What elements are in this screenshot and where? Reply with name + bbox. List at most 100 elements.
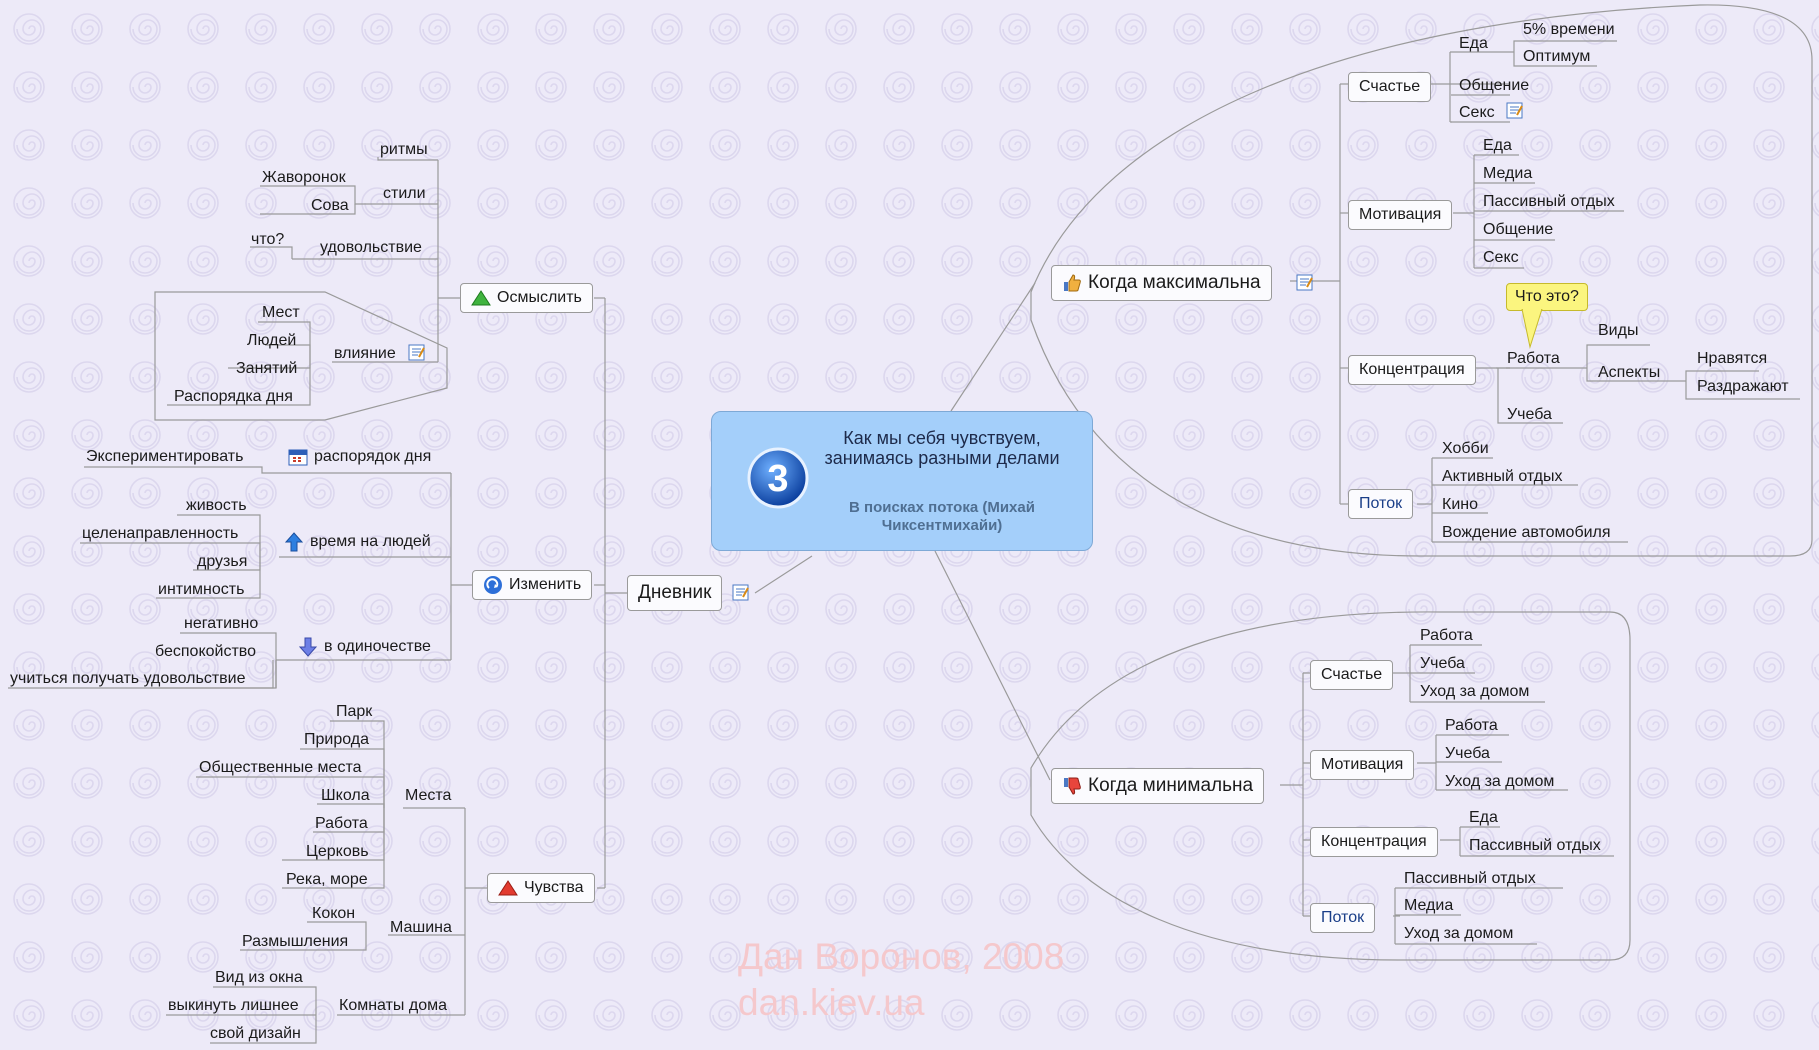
note-icon[interactable]: [732, 583, 750, 601]
item-school[interactable]: Школа: [321, 787, 370, 804]
item-influence[interactable]: влияние: [334, 345, 396, 362]
item-reflections[interactable]: Размышления: [242, 933, 349, 950]
item-river-sea[interactable]: Река, море: [286, 871, 368, 888]
max-sex[interactable]: Секс: [1459, 104, 1495, 121]
min-m-work[interactable]: Работа: [1445, 717, 1498, 734]
min-happiness-label: Счастье: [1321, 666, 1383, 683]
max-optimum[interactable]: Оптимум: [1523, 48, 1591, 65]
item-alone-label: в одиночестве: [324, 638, 431, 655]
item-window-view[interactable]: Вид из окна: [215, 969, 303, 986]
max-like[interactable]: Нравятся: [1697, 350, 1768, 367]
item-day-routine[interactable]: распорядок дня: [288, 448, 431, 466]
branch-max[interactable]: Когда максимальна: [1051, 265, 1272, 301]
max-communication[interactable]: Общение: [1459, 77, 1530, 94]
max-irritate[interactable]: Раздражают: [1697, 378, 1789, 395]
note-icon[interactable]: [408, 343, 426, 361]
item-purposefulness[interactable]: целенаправленность: [82, 525, 239, 542]
item-church[interactable]: Церковь: [306, 843, 369, 860]
item-negative[interactable]: негативно: [184, 615, 259, 632]
item-rhythms[interactable]: ритмы: [380, 141, 428, 158]
max-kinds[interactable]: Виды: [1598, 322, 1639, 339]
max-food[interactable]: Еда: [1459, 35, 1488, 52]
note-icon[interactable]: [1296, 273, 1314, 291]
topic-feelings[interactable]: Чувства: [487, 873, 595, 903]
branch-min-label: Когда минимальна: [1088, 775, 1254, 796]
center-subtitle: В поисках потока (Михай Чиксентмихайи): [849, 499, 1035, 534]
max-work[interactable]: Работа: [1507, 350, 1560, 367]
item-places2[interactable]: Места: [405, 787, 452, 804]
max-m-food[interactable]: Еда: [1483, 137, 1512, 154]
item-learn-enjoy[interactable]: учиться получать удовольствие: [10, 670, 246, 687]
max-hobby[interactable]: Хобби: [1442, 440, 1489, 457]
item-lark[interactable]: Жаворонок: [262, 169, 346, 186]
max-media[interactable]: Медиа: [1483, 165, 1533, 182]
red-triangle-icon: [498, 880, 518, 896]
min-passive-rest[interactable]: Пассивный отдых: [1469, 837, 1601, 854]
item-public-places[interactable]: Общественные места: [199, 759, 362, 776]
item-vivacity[interactable]: живость: [186, 497, 247, 514]
item-time-people[interactable]: время на людей: [284, 532, 431, 552]
item-alone[interactable]: в одиночестве: [298, 637, 431, 657]
callout-what-is-it[interactable]: Что это?: [1506, 283, 1588, 311]
item-park[interactable]: Парк: [336, 703, 373, 720]
min-f-housework[interactable]: Уход за домом: [1404, 925, 1514, 942]
branch-diary-label: Дневник: [638, 582, 712, 603]
branch-min[interactable]: Когда минимальна: [1051, 768, 1265, 804]
min-m-study[interactable]: Учеба: [1445, 745, 1490, 762]
max-passive-rest[interactable]: Пассивный отдых: [1483, 193, 1615, 210]
max-driving[interactable]: Вождение автомобиля: [1442, 524, 1611, 541]
min-m-housework[interactable]: Уход за домом: [1445, 773, 1555, 790]
topic-comprehend[interactable]: Осмыслить: [460, 283, 593, 313]
max-cinema[interactable]: Кино: [1442, 496, 1478, 513]
item-cocoon[interactable]: Кокон: [312, 905, 356, 922]
topic-change[interactable]: Изменить: [472, 570, 593, 600]
min-f-passive-rest[interactable]: Пассивный отдых: [1404, 870, 1536, 887]
max-m-sex[interactable]: Секс: [1483, 249, 1519, 266]
thumbs-up-icon: [1062, 273, 1082, 293]
min-flow[interactable]: Поток: [1310, 903, 1376, 933]
item-activities[interactable]: Занятий: [236, 360, 298, 377]
callout-pointer: [1521, 309, 1543, 349]
item-routine[interactable]: Распорядка дня: [174, 388, 293, 405]
item-own-design[interactable]: свой дизайн: [210, 1025, 301, 1042]
item-owl[interactable]: Сова: [311, 197, 349, 214]
item-what[interactable]: что?: [251, 231, 285, 248]
topic-comprehend-label: Осмыслить: [497, 289, 582, 306]
max-active-rest[interactable]: Активный отдых: [1442, 468, 1563, 485]
note-icon[interactable]: [1506, 101, 1524, 119]
badge-number: 3: [767, 458, 788, 500]
item-people[interactable]: Людей: [247, 332, 297, 349]
item-styles[interactable]: стили: [383, 185, 426, 202]
item-rooms[interactable]: Комнаты дома: [339, 997, 448, 1014]
max-motivation[interactable]: Мотивация: [1348, 200, 1453, 230]
max-m-communication[interactable]: Общение: [1483, 221, 1554, 238]
item-nature[interactable]: Природа: [304, 731, 370, 748]
item-work[interactable]: Работа: [315, 815, 368, 832]
max-happiness[interactable]: Счастье: [1348, 72, 1432, 102]
min-food[interactable]: Еда: [1469, 809, 1498, 826]
min-study[interactable]: Учеба: [1420, 655, 1465, 672]
min-housework[interactable]: Уход за домом: [1420, 683, 1530, 700]
item-pleasure[interactable]: удовольствие: [320, 239, 422, 256]
min-concentration[interactable]: Концентрация: [1310, 827, 1438, 857]
max-aspects[interactable]: Аспекты: [1598, 364, 1661, 381]
branch-diary[interactable]: Дневник: [627, 575, 723, 611]
max-concentration[interactable]: Концентрация: [1348, 355, 1476, 385]
item-places[interactable]: Мест: [262, 304, 300, 321]
min-happiness[interactable]: Счастье: [1310, 660, 1394, 690]
min-media[interactable]: Медиа: [1404, 897, 1454, 914]
item-car[interactable]: Машина: [390, 919, 452, 936]
item-friends[interactable]: друзья: [197, 553, 248, 570]
max-flow[interactable]: Поток: [1348, 489, 1414, 519]
item-throw-extra[interactable]: выкинуть лишнее: [168, 997, 299, 1014]
min-motivation-label: Мотивация: [1321, 756, 1404, 773]
max-study[interactable]: Учеба: [1507, 406, 1552, 423]
max-five-percent[interactable]: 5% времени: [1523, 21, 1615, 38]
item-experiment[interactable]: Экспериментировать: [86, 448, 244, 465]
min-work[interactable]: Работа: [1420, 627, 1473, 644]
central-topic[interactable]: 3 Как мы себя чувствуем, занимаясь разны…: [711, 411, 1093, 551]
item-intimacy[interactable]: интимность: [158, 581, 245, 598]
item-anxiety[interactable]: беспокойство: [155, 643, 257, 660]
min-motivation[interactable]: Мотивация: [1310, 750, 1415, 780]
thumbs-down-icon: [1062, 776, 1082, 796]
